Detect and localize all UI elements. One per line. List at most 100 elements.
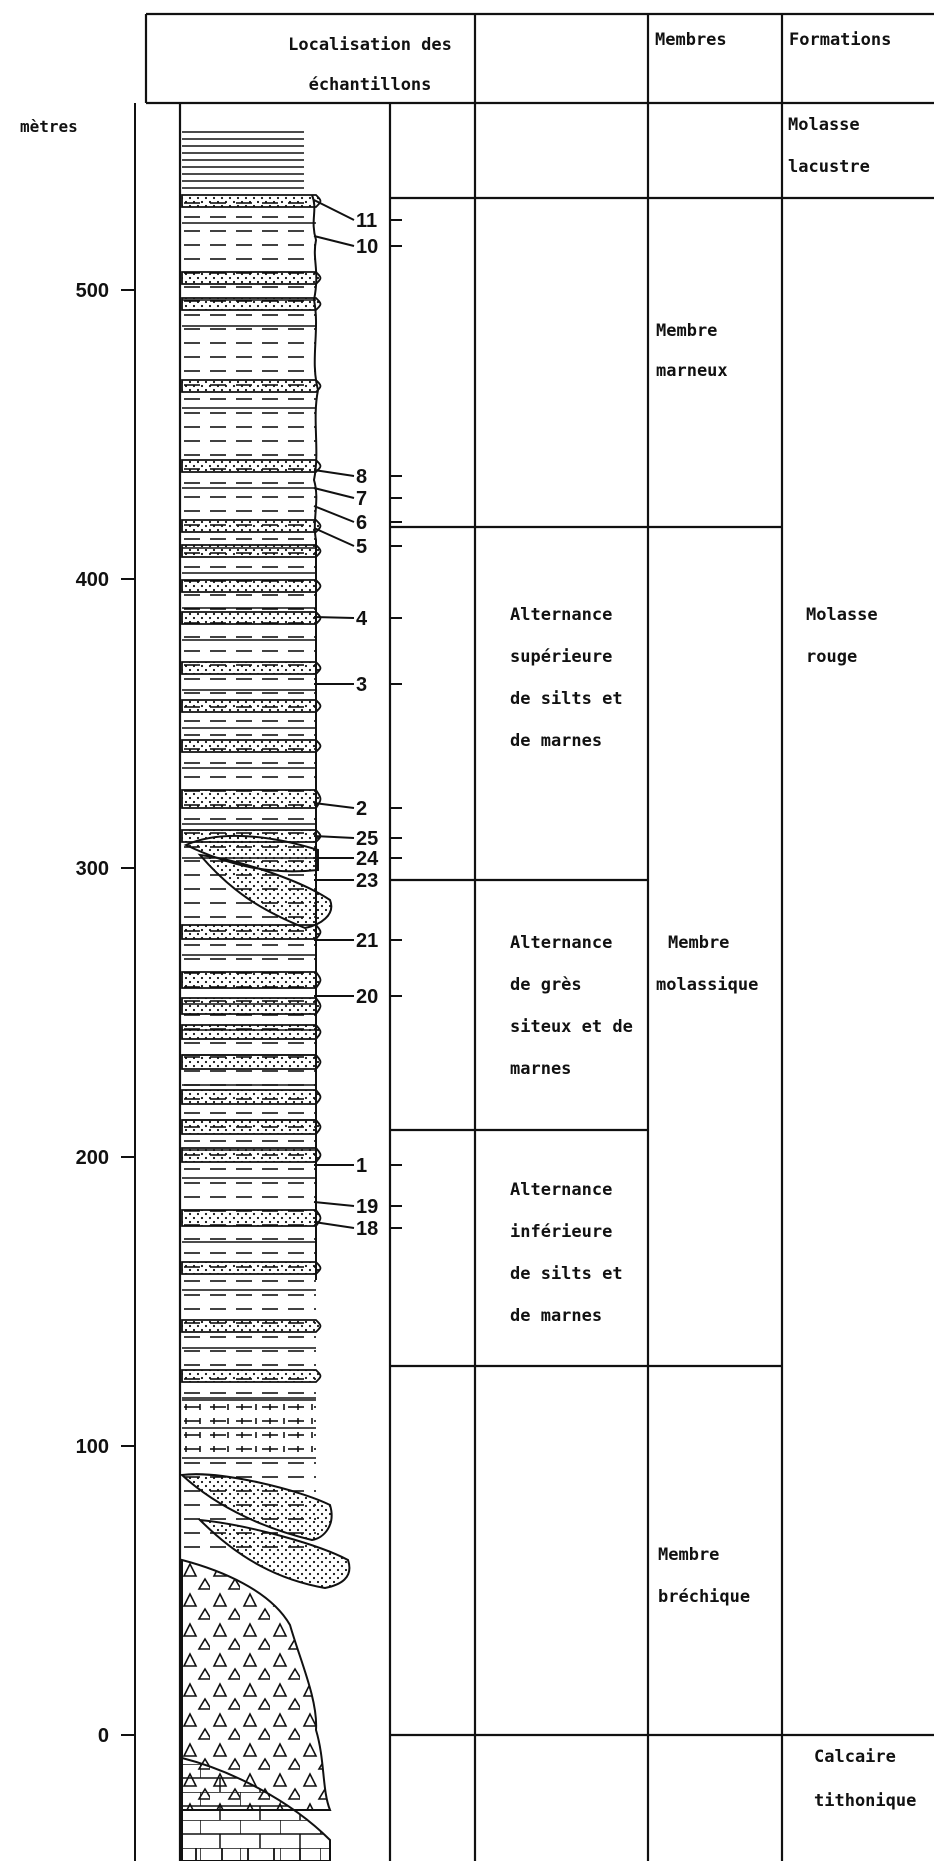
sandstone-bed (182, 612, 321, 624)
sample-label: 18 (356, 1218, 378, 1240)
membre-brechique-line1: Membre (658, 1545, 719, 1565)
sample-label: 20 (356, 986, 378, 1008)
sample-leader-line (314, 236, 354, 246)
subunit-lower-line3: de silts et (510, 1264, 623, 1284)
sandstone-bed (182, 1262, 321, 1274)
sample-leader-line (314, 488, 354, 498)
sandstone-bed (182, 195, 321, 207)
formation-molasse-lacustre-line2: lacustre (788, 157, 870, 177)
sandstone-bed (182, 740, 321, 752)
subunit-upper-line3: de silts et (510, 689, 623, 709)
sample-leader-line (314, 470, 354, 476)
sandstone-bed (182, 545, 321, 557)
sample-label: 21 (356, 930, 378, 952)
sample-leader-line (314, 617, 354, 618)
sandstone-bed (182, 662, 321, 674)
membre-brechique-line2: bréchique (658, 1587, 750, 1607)
sample-label: 5 (356, 536, 367, 558)
sample-label: 10 (356, 236, 378, 258)
subunit-lower-line2: inférieure (510, 1222, 612, 1242)
sample-label: 1 (356, 1155, 367, 1177)
subunit-lower: Alternance inférieure de silts et de mar… (510, 1180, 623, 1326)
subunit-upper-line1: Alternance (510, 605, 612, 625)
subunit-middle-line3: siteux et de (510, 1017, 633, 1037)
header-localisation-line1: Localisation des (288, 35, 452, 55)
formation-molasse-lacustre: Molasse lacustre (788, 115, 870, 177)
sample-leader-line (314, 1222, 354, 1228)
sample-label: 7 (356, 488, 367, 510)
sandstone-bed (182, 700, 321, 712)
depth-tick-label: 300 (76, 858, 109, 880)
sandstone-bed (182, 1120, 321, 1134)
subunit-middle-line4: marnes (510, 1059, 571, 1079)
sandstone-bed (182, 520, 321, 532)
subunit-upper: Alternance supérieure de silts et de mar… (510, 605, 623, 751)
formation-calcaire-tithonique-line1: Calcaire (814, 1747, 896, 1767)
sandstone-bed (182, 1148, 321, 1162)
sandstone-bed (182, 998, 321, 1014)
depth-tick-label: 200 (76, 1147, 109, 1169)
subunit-upper-line2: supérieure (510, 647, 612, 667)
sandstone-bed (182, 1210, 321, 1226)
formation-calcaire-tithonique-line2: tithonique (814, 1791, 916, 1811)
formation-molasse-rouge: Molasse rouge (806, 605, 878, 667)
header-membres: Membres (655, 30, 727, 50)
formation-molasse-rouge-line2: rouge (806, 647, 857, 667)
membre-brechique: Membre bréchique (658, 1545, 750, 1607)
depth-tick-label: 500 (76, 280, 109, 302)
sandstone-bed (182, 1090, 321, 1104)
sandstone-bed (182, 790, 321, 808)
depth-axis: 0 100 200 300 400 500 (0, 0, 135, 1861)
depth-tick-label: 100 (76, 1436, 109, 1458)
header-formations: Formations (789, 30, 891, 50)
sandstone-bed (182, 272, 321, 284)
sample-label: 8 (356, 466, 367, 488)
subunit-lower-line1: Alternance (510, 1180, 612, 1200)
membre-marneux: Membre marneux (656, 321, 728, 381)
depth-tick-label: 400 (76, 569, 109, 591)
subunit-lower-line4: de marnes (510, 1306, 602, 1326)
sample-label: 4 (356, 608, 368, 630)
sandstone-bed (182, 460, 321, 472)
membre-marneux-line2: marneux (656, 361, 728, 381)
lithology-column (182, 128, 349, 1861)
sample-label: 23 (356, 870, 378, 892)
subunit-middle-line2: de grès (510, 975, 582, 995)
sample-leader-line (314, 803, 354, 808)
membre-marneux-line1: Membre (656, 321, 717, 341)
axis-unit-label: mètres (20, 117, 78, 136)
sandstone-bed (182, 380, 321, 392)
membre-molassique: Membre molassique (656, 933, 758, 995)
sample-leader-line (314, 1202, 354, 1206)
sandstone-bed (182, 1055, 321, 1069)
sandstone-bed (182, 1025, 321, 1039)
sample-leader-line (314, 200, 354, 220)
sample-label: 6 (356, 512, 367, 534)
membre-molassique-line2: molassique (656, 975, 758, 995)
sandstone-bed (182, 1320, 321, 1332)
formation-molasse-rouge-line1: Molasse (806, 605, 878, 625)
sample-leader-line (314, 506, 354, 522)
sandstone-bed (182, 925, 321, 939)
subunit-upper-line4: de marnes (510, 731, 602, 751)
sample-label: 3 (356, 674, 367, 696)
sample-leader-line (314, 528, 354, 546)
formation-calcaire-tithonique: Calcaire tithonique (814, 1747, 916, 1811)
sample-label: 25 (356, 828, 378, 850)
sandstone-bed (182, 972, 321, 988)
sample-label: 24 (356, 848, 379, 870)
sample-label: 19 (356, 1196, 378, 1218)
formation-molasse-lacustre-line1: Molasse (788, 115, 860, 135)
sandstone-bed (182, 298, 321, 310)
sandstone-bed (182, 580, 321, 592)
depth-tick-label: 0 (98, 1725, 109, 1747)
sandstone-bed (182, 1370, 321, 1382)
header-localisation-line2: échantillons (309, 75, 432, 95)
membre-molassique-line1: Membre (668, 933, 729, 953)
subunit-middle: Alternance de grès siteux et de marnes (510, 933, 633, 1079)
sample-label: 2 (356, 798, 367, 820)
subunit-middle-line1: Alternance (510, 933, 612, 953)
sample-label: 11 (356, 210, 377, 232)
